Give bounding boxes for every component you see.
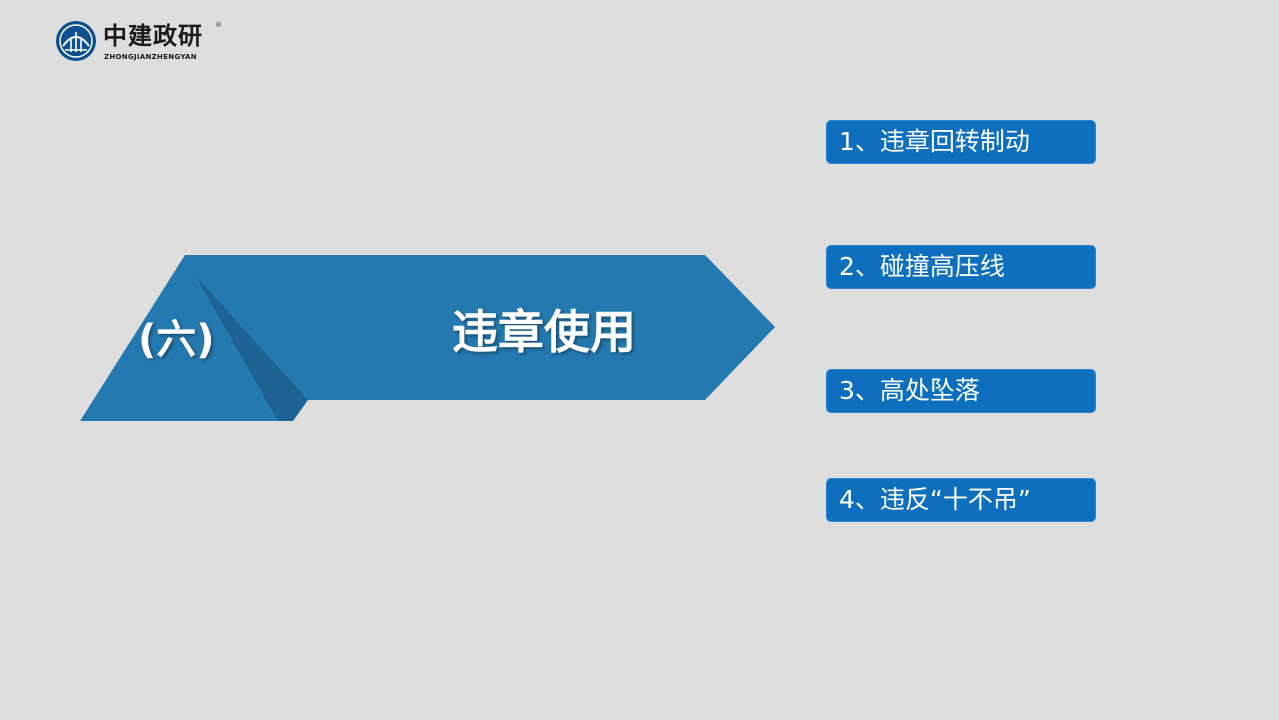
company-logo: 中建政研 ® ZHONGJIANZHENGYAN (55, 20, 225, 64)
banner-arrow (80, 255, 775, 421)
section-number: (六) (138, 317, 215, 363)
zhongjianzhengyan-logo-icon (56, 21, 96, 61)
section-title: 违章使用 (452, 305, 636, 359)
logo-registered-mark: ® (215, 21, 222, 29)
logo-name-english: ZHONGJIANZHENGYAN (104, 53, 197, 61)
logo-name-chinese: 中建政研 (103, 22, 203, 50)
banner-fold (195, 275, 308, 421)
list-item[interactable]: 4、违反“十不吊” (826, 478, 1096, 522)
list-item[interactable]: 3、高处坠落 (826, 369, 1096, 413)
list-item[interactable]: 2、碰撞高压线 (826, 245, 1096, 289)
list-item[interactable]: 1、违章回转制动 (826, 120, 1096, 164)
